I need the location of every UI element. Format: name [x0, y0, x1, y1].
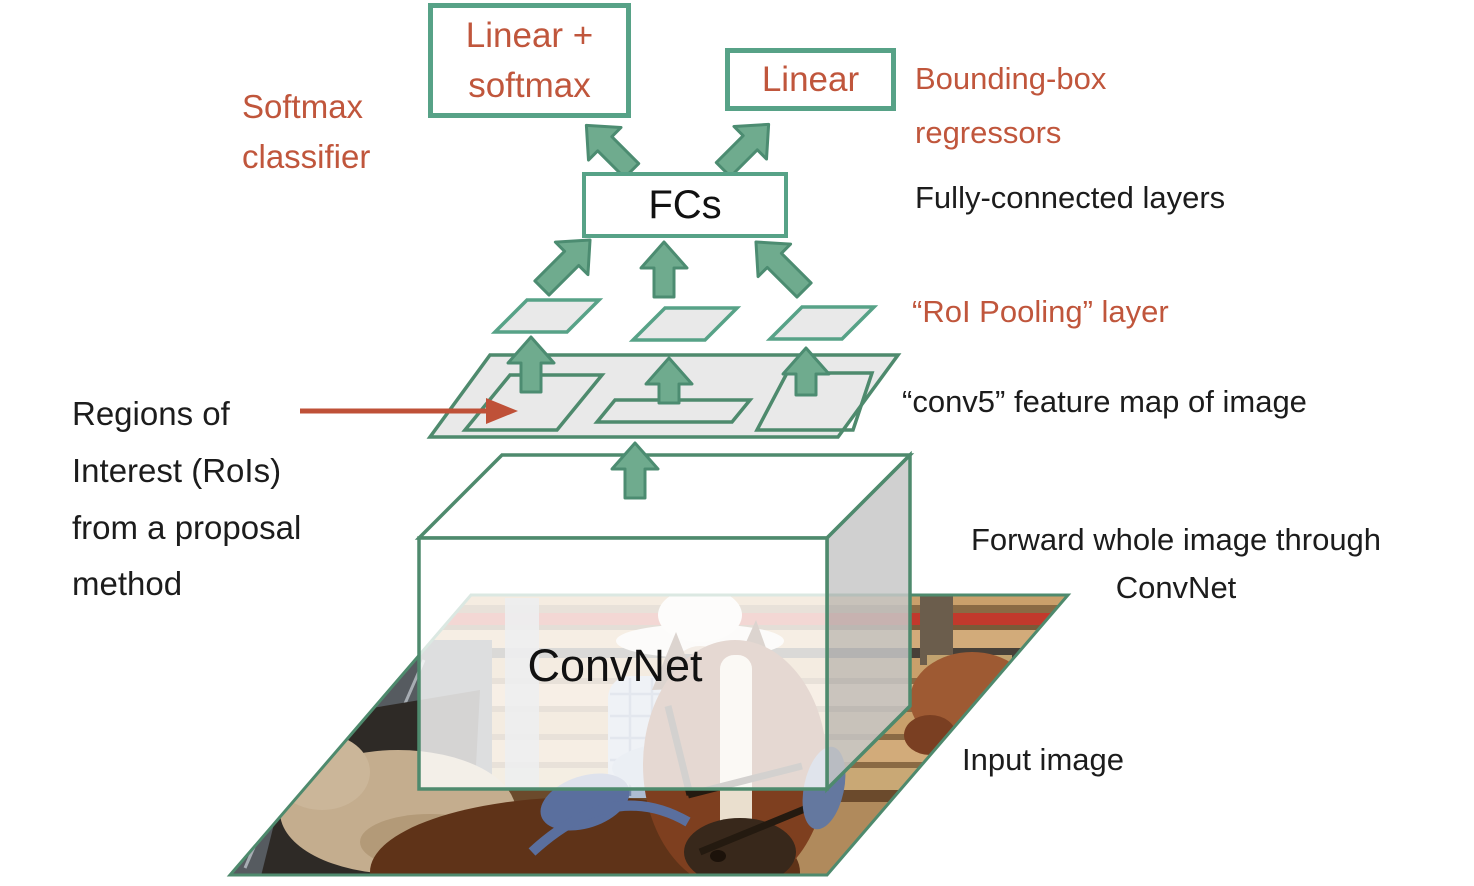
forward-line1: Forward whole image through [970, 522, 1382, 557]
roi-region-middle [593, 398, 754, 424]
roi-region-right [754, 371, 875, 432]
linear-box: Linear [725, 48, 896, 111]
conv5-feature-map-label: “conv5” feature map of image [902, 384, 1307, 419]
roi-pooling-cell-left [490, 298, 604, 334]
rois-line4: method [72, 565, 183, 603]
arrow-roi-middle-to-pooling-icon [644, 356, 694, 405]
linear-softmax-line1: Linear + [465, 15, 594, 55]
bounding-regressors-line1: Bounding-box [915, 61, 1107, 96]
linear-box-label: Linear [761, 59, 860, 99]
fcs-box: FCs [582, 172, 788, 238]
forward-line2: ConvNet [1115, 570, 1237, 606]
rois-line1: Regions of [72, 395, 230, 432]
arrow-convnet-to-featuremap-icon [610, 441, 660, 500]
input-image-label: Input image [962, 742, 1124, 777]
convnet-label: ConvNet [527, 640, 703, 691]
arrow-pooling-right-to-fcs-icon [754, 240, 813, 299]
input-image-border [226, 593, 1072, 877]
softmax-classifier-label: Softmax classifier [242, 82, 370, 181]
softmax-classifier-line2: classifier [242, 137, 371, 175]
arrow-roi-left-to-pooling-icon [506, 335, 556, 394]
convnet-box-top-face [414, 453, 915, 540]
rois-line3: from a proposal [72, 508, 302, 546]
arrow-pooling-middle-to-fcs-icon [639, 240, 689, 299]
arrow-roi-right-to-pooling-icon [781, 346, 831, 397]
regions-of-interest-label: Regions of Interest (RoIs) from a propos… [72, 386, 301, 613]
arrow-fcs-to-softmax-icon [584, 123, 641, 180]
convnet-box-front-face [417, 536, 829, 791]
bounding-box-regressors-label: Bounding-box regressors [915, 52, 1106, 161]
roi-pooling-layer-label: “RoI Pooling” layer [912, 294, 1169, 329]
roi-pooling-cell-middle [628, 306, 742, 342]
fully-connected-layers-label: Fully-connected layers [915, 180, 1226, 215]
forward-whole-image-label: Forward whole image through ConvNet [930, 516, 1422, 612]
rois-line2: Interest (RoIs) [72, 451, 282, 489]
fcs-box-label: FCs [648, 182, 722, 227]
linear-softmax-line2: softmax [468, 65, 591, 105]
roi-pointer-arrow-icon [300, 398, 518, 424]
arrow-pooling-left-to-fcs-icon [533, 238, 592, 297]
softmax-classifier-line1: Softmax [242, 88, 364, 125]
linear-softmax-box: Linear + softmax [428, 3, 631, 118]
roi-pooling-cell-right [765, 305, 879, 341]
roi-region-left [461, 373, 606, 432]
bounding-regressors-line2: regressors [915, 115, 1062, 151]
